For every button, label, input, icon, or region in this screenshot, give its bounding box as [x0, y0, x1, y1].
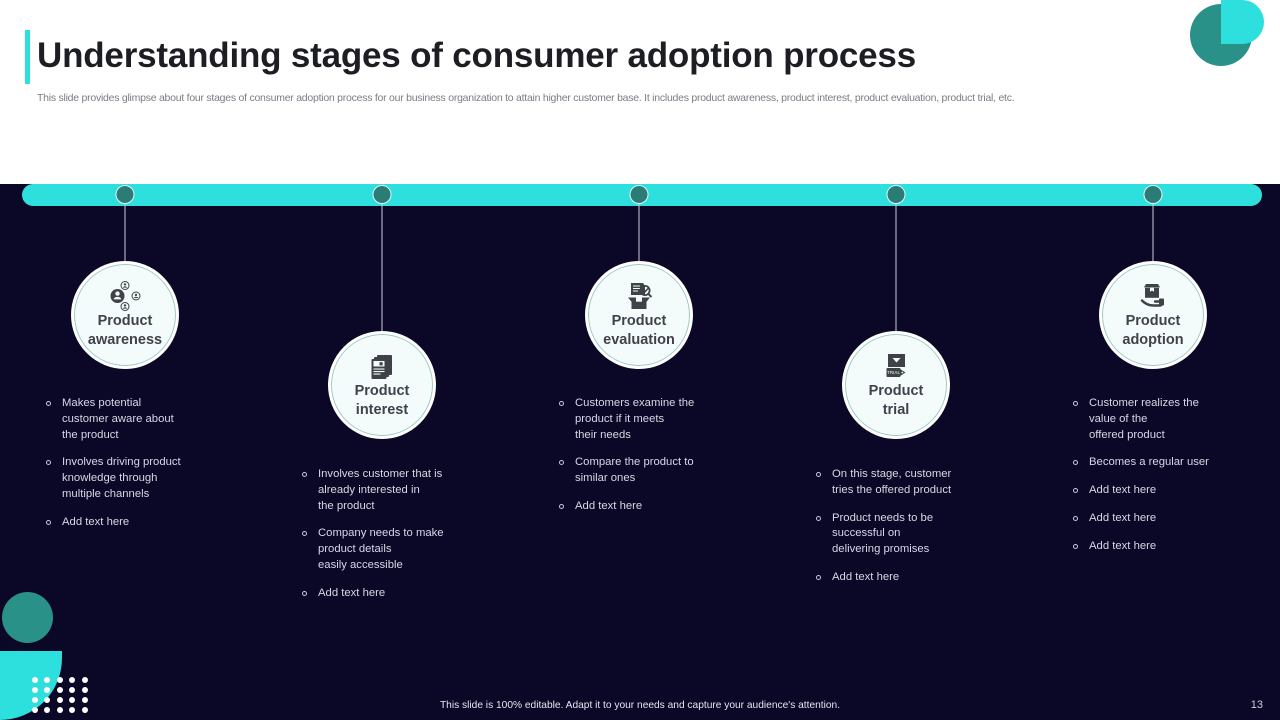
box-checklist-magnifier-icon	[622, 281, 656, 311]
connector-line-3	[638, 204, 640, 262]
stage-bullets-product-adoption: Customer realizes the value of the offer…	[1067, 396, 1247, 555]
bullet-item: Involves customer that is already intere…	[296, 467, 476, 514]
timeline-marker-5[interactable]	[1143, 185, 1163, 204]
bullet-item: Makes potential customer aware about the…	[40, 396, 220, 443]
logo-pill-shape	[1221, 0, 1264, 44]
timeline-marker-1[interactable]	[115, 185, 135, 204]
bullet-item: Add text here	[1067, 483, 1247, 499]
decor-teal-circle	[2, 592, 53, 643]
stage-label: Product trial	[868, 382, 924, 418]
bullet-item: Add text here	[1067, 511, 1247, 527]
bullet-item: Company needs to make product details ea…	[296, 526, 476, 573]
brand-logo	[1190, 0, 1272, 82]
bullet-item: On this stage, customer tries the offere…	[810, 467, 990, 499]
svg-text:TRIAL: TRIAL	[887, 370, 900, 375]
stage-label: Product evaluation	[603, 312, 675, 348]
stage-label: Product interest	[354, 382, 410, 418]
connector-line-2	[381, 204, 383, 332]
bullet-item: Customers examine the product if it meet…	[553, 396, 733, 443]
bullet-item: Product needs to be successful on delive…	[810, 511, 990, 558]
stage-circle-product-awareness[interactable]: Product awareness	[71, 261, 179, 369]
decor-dot-grid	[32, 677, 94, 717]
trial-tag-box-icon: TRIAL	[879, 351, 913, 381]
bullet-item: Add text here	[810, 570, 990, 586]
timeline-marker-2[interactable]	[372, 185, 392, 204]
stage-label: Product awareness	[87, 312, 163, 348]
bullet-item: Add text here	[296, 586, 476, 602]
brochure-documents-icon	[365, 351, 399, 381]
bullet-item: Involves driving product knowledge throu…	[40, 455, 220, 502]
timeline-marker-4[interactable]	[886, 185, 906, 204]
stage-label: Product adoption	[1122, 312, 1184, 348]
stage-circle-product-evaluation[interactable]: Product evaluation	[585, 261, 693, 369]
bullet-item: Becomes a regular user	[1067, 455, 1247, 471]
title-accent-rule	[25, 30, 30, 84]
stage-bullets-product-awareness: Makes potential customer aware about the…	[40, 396, 220, 531]
connector-line-1	[124, 204, 126, 262]
stage-circle-product-adoption[interactable]: Product adoption	[1099, 261, 1207, 369]
stage-bullets-product-interest: Involves customer that is already intere…	[296, 467, 476, 602]
connector-line-4	[895, 204, 897, 332]
stage-circle-product-interest[interactable]: Product interest	[328, 331, 436, 439]
hand-holding-box-icon	[1136, 281, 1170, 311]
footer-note: This slide is 100% editable. Adapt it to…	[439, 700, 841, 711]
page-subtitle: This slide provides glimpse about four s…	[37, 92, 1015, 104]
timeline-marker-3[interactable]	[629, 185, 649, 204]
people-network-icon	[108, 280, 142, 311]
connector-line-5	[1152, 204, 1154, 262]
stage-bullets-product-evaluation: Customers examine the product if it meet…	[553, 396, 733, 515]
bullet-item: Add text here	[553, 499, 733, 515]
bullet-item: Compare the product to similar ones	[553, 455, 733, 487]
stage-circle-product-trial[interactable]: TRIAL Product trial	[842, 331, 950, 439]
page-title: Understanding stages of consumer adoptio…	[37, 36, 916, 75]
bullet-item: Customer realizes the value of the offer…	[1067, 396, 1247, 443]
bullet-item: Add text here	[40, 515, 220, 531]
slide-header: Understanding stages of consumer adoptio…	[0, 0, 1280, 184]
page-number: 13	[1250, 699, 1263, 711]
bullet-item: Add text here	[1067, 539, 1247, 555]
stage-bullets-product-trial: On this stage, customer tries the offere…	[810, 467, 990, 586]
